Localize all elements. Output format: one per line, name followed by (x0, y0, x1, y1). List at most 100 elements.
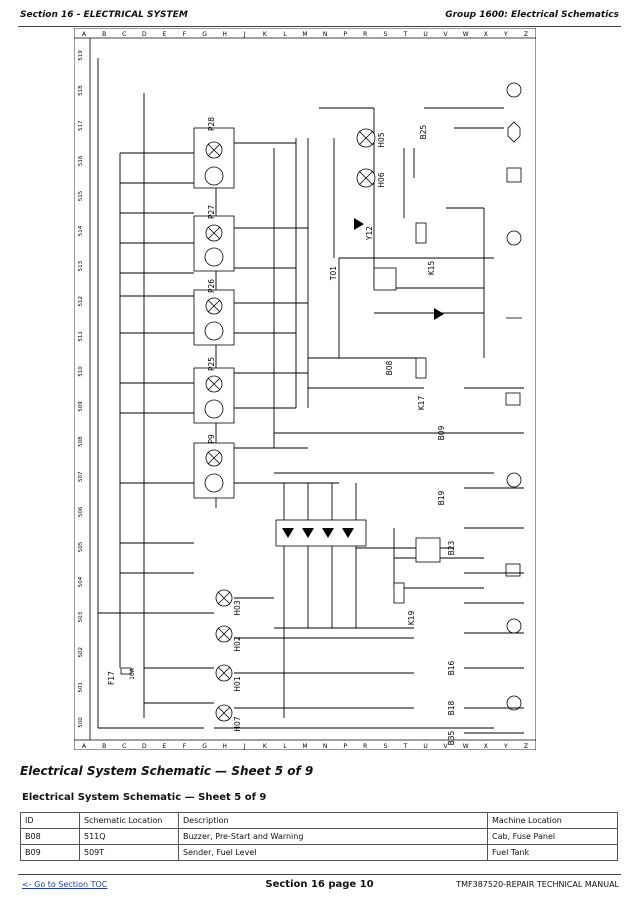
grid-letter: G (202, 31, 207, 38)
gauge-faces (204, 141, 224, 493)
grid-letter: U (423, 31, 427, 38)
grid-row-number: 501 (78, 682, 84, 693)
grid-row-number: 500 (78, 717, 84, 728)
column-header-description: Description (178, 812, 488, 829)
grid-row-number: 513 (78, 260, 84, 271)
grid-letter: Y (503, 743, 508, 750)
grid-letter: E (162, 743, 166, 750)
grid-letter: P (343, 743, 347, 750)
grid-row-number: 516 (78, 155, 84, 166)
component-label: T01 (329, 266, 338, 281)
schematic-frame (74, 28, 536, 750)
component-label: K15 (427, 261, 436, 276)
grid-letter: A (82, 31, 87, 38)
component-label: B23 (447, 540, 456, 555)
table-cell: B08 (20, 828, 80, 845)
grid-row-number: 515 (78, 190, 84, 201)
grid-letter: U (423, 743, 427, 750)
gauge-box-p27 (193, 215, 235, 272)
grid-letter: R (363, 743, 367, 750)
component-label: K17 (417, 396, 426, 411)
component-label: H06 (377, 172, 386, 187)
component-label: B35 (447, 730, 456, 745)
table-row: B09 509T Sender, Fuel Level Fuel Tank (20, 844, 618, 861)
grid-letter: Y (503, 31, 508, 38)
grid-letter: Z (524, 31, 528, 38)
table-cell: 509T (79, 844, 179, 861)
component-label: H07 (233, 716, 242, 731)
grid-row-number: 519 (78, 50, 84, 61)
relays (120, 222, 441, 675)
grid-letter: G (202, 743, 207, 750)
gauge-box-p25 (193, 367, 235, 424)
component-label: H01 (233, 676, 242, 691)
table-cell: B09 (20, 844, 80, 861)
grid-row-number: 512 (78, 296, 84, 307)
component-label: B16 (447, 660, 456, 675)
indicator-lamps (215, 128, 376, 722)
grid-letter: A (82, 743, 87, 750)
component-label: B25 (419, 124, 428, 139)
column-header-machine-location: Machine Location (487, 812, 618, 829)
grid-letter: J (243, 31, 246, 38)
section-title: Section 16 - ELECTRICAL SYSTEM (20, 10, 188, 20)
wiring (97, 58, 524, 734)
grid-letter: T (403, 743, 408, 750)
pictograms (505, 82, 522, 711)
component-label: Y12 (365, 226, 374, 241)
grid-row-number: 506 (78, 506, 84, 517)
component-label: B19 (437, 490, 446, 505)
table-cell: 511Q (79, 828, 179, 845)
grid-row-numbers: 5195185175165155145135125115105095085075… (78, 50, 84, 728)
component-label: H02 (233, 636, 242, 651)
grid-row-number: 514 (78, 225, 84, 236)
grid-letter: X (484, 31, 488, 38)
figure-caption: Electrical System Schematic — Sheet 5 of… (20, 764, 314, 778)
grid-letter: J (243, 743, 246, 750)
page-number: Section 16 page 10 (265, 879, 374, 890)
grid-row-number: 509 (78, 401, 84, 412)
component-label: P9 (207, 434, 216, 444)
table-cell: Sender, Fuel Level (178, 844, 488, 861)
grid-letter: K (263, 31, 268, 38)
grid-letter: E (162, 31, 166, 38)
column-header-id: ID (20, 812, 80, 829)
table-cell: Buzzer, Pre-Start and Warning (178, 828, 488, 845)
grid-letter: V (444, 743, 449, 750)
column-header-location: Schematic Location (79, 812, 179, 829)
component-label: P25 (207, 357, 216, 371)
grid-letter: Z (524, 743, 528, 750)
grid-letter: S (383, 743, 387, 750)
toc-link[interactable]: <- Go to Section TOC (22, 880, 108, 889)
grid-letter: T (403, 31, 408, 38)
grid-row-number: 510 (78, 366, 84, 377)
grid-letter: W (463, 31, 469, 38)
grid-letter: V (444, 31, 449, 38)
grid-letter: M (302, 743, 307, 750)
grid-letter: D (142, 31, 147, 38)
grid-letter: N (323, 31, 328, 38)
grid-letter: F (183, 743, 187, 750)
component-label: K19 (407, 611, 416, 626)
fuse-rating-label: 10A (129, 667, 136, 680)
grid-row-number: 518 (78, 85, 84, 96)
component-label: P26 (207, 279, 216, 293)
grid-letter: F (183, 31, 187, 38)
table-row: B08 511Q Buzzer, Pre-Start and Warning C… (20, 828, 618, 845)
grid-row-number: 517 (78, 120, 84, 131)
grid-row-number: 503 (78, 611, 84, 622)
page-footer: <- Go to Section TOC Section 16 page 10 … (18, 874, 621, 893)
table-header-row: ID Schematic Location Description Machin… (20, 812, 618, 829)
grid-letter: L (283, 31, 287, 38)
component-label: H03 (233, 600, 242, 615)
component-label: P28 (207, 117, 216, 131)
gauge-box-p26 (193, 289, 235, 346)
grid-row-number: 507 (78, 471, 84, 482)
component-label: B18 (447, 700, 456, 715)
parts-table: ID Schematic Location Description Machin… (20, 812, 618, 861)
grid-row-number: 511 (78, 331, 84, 342)
grid-letter: C (122, 31, 126, 38)
manual-id: TMF387520-REPAIR TECHNICAL MANUAL (456, 880, 619, 889)
grid-letter: K (263, 743, 268, 750)
